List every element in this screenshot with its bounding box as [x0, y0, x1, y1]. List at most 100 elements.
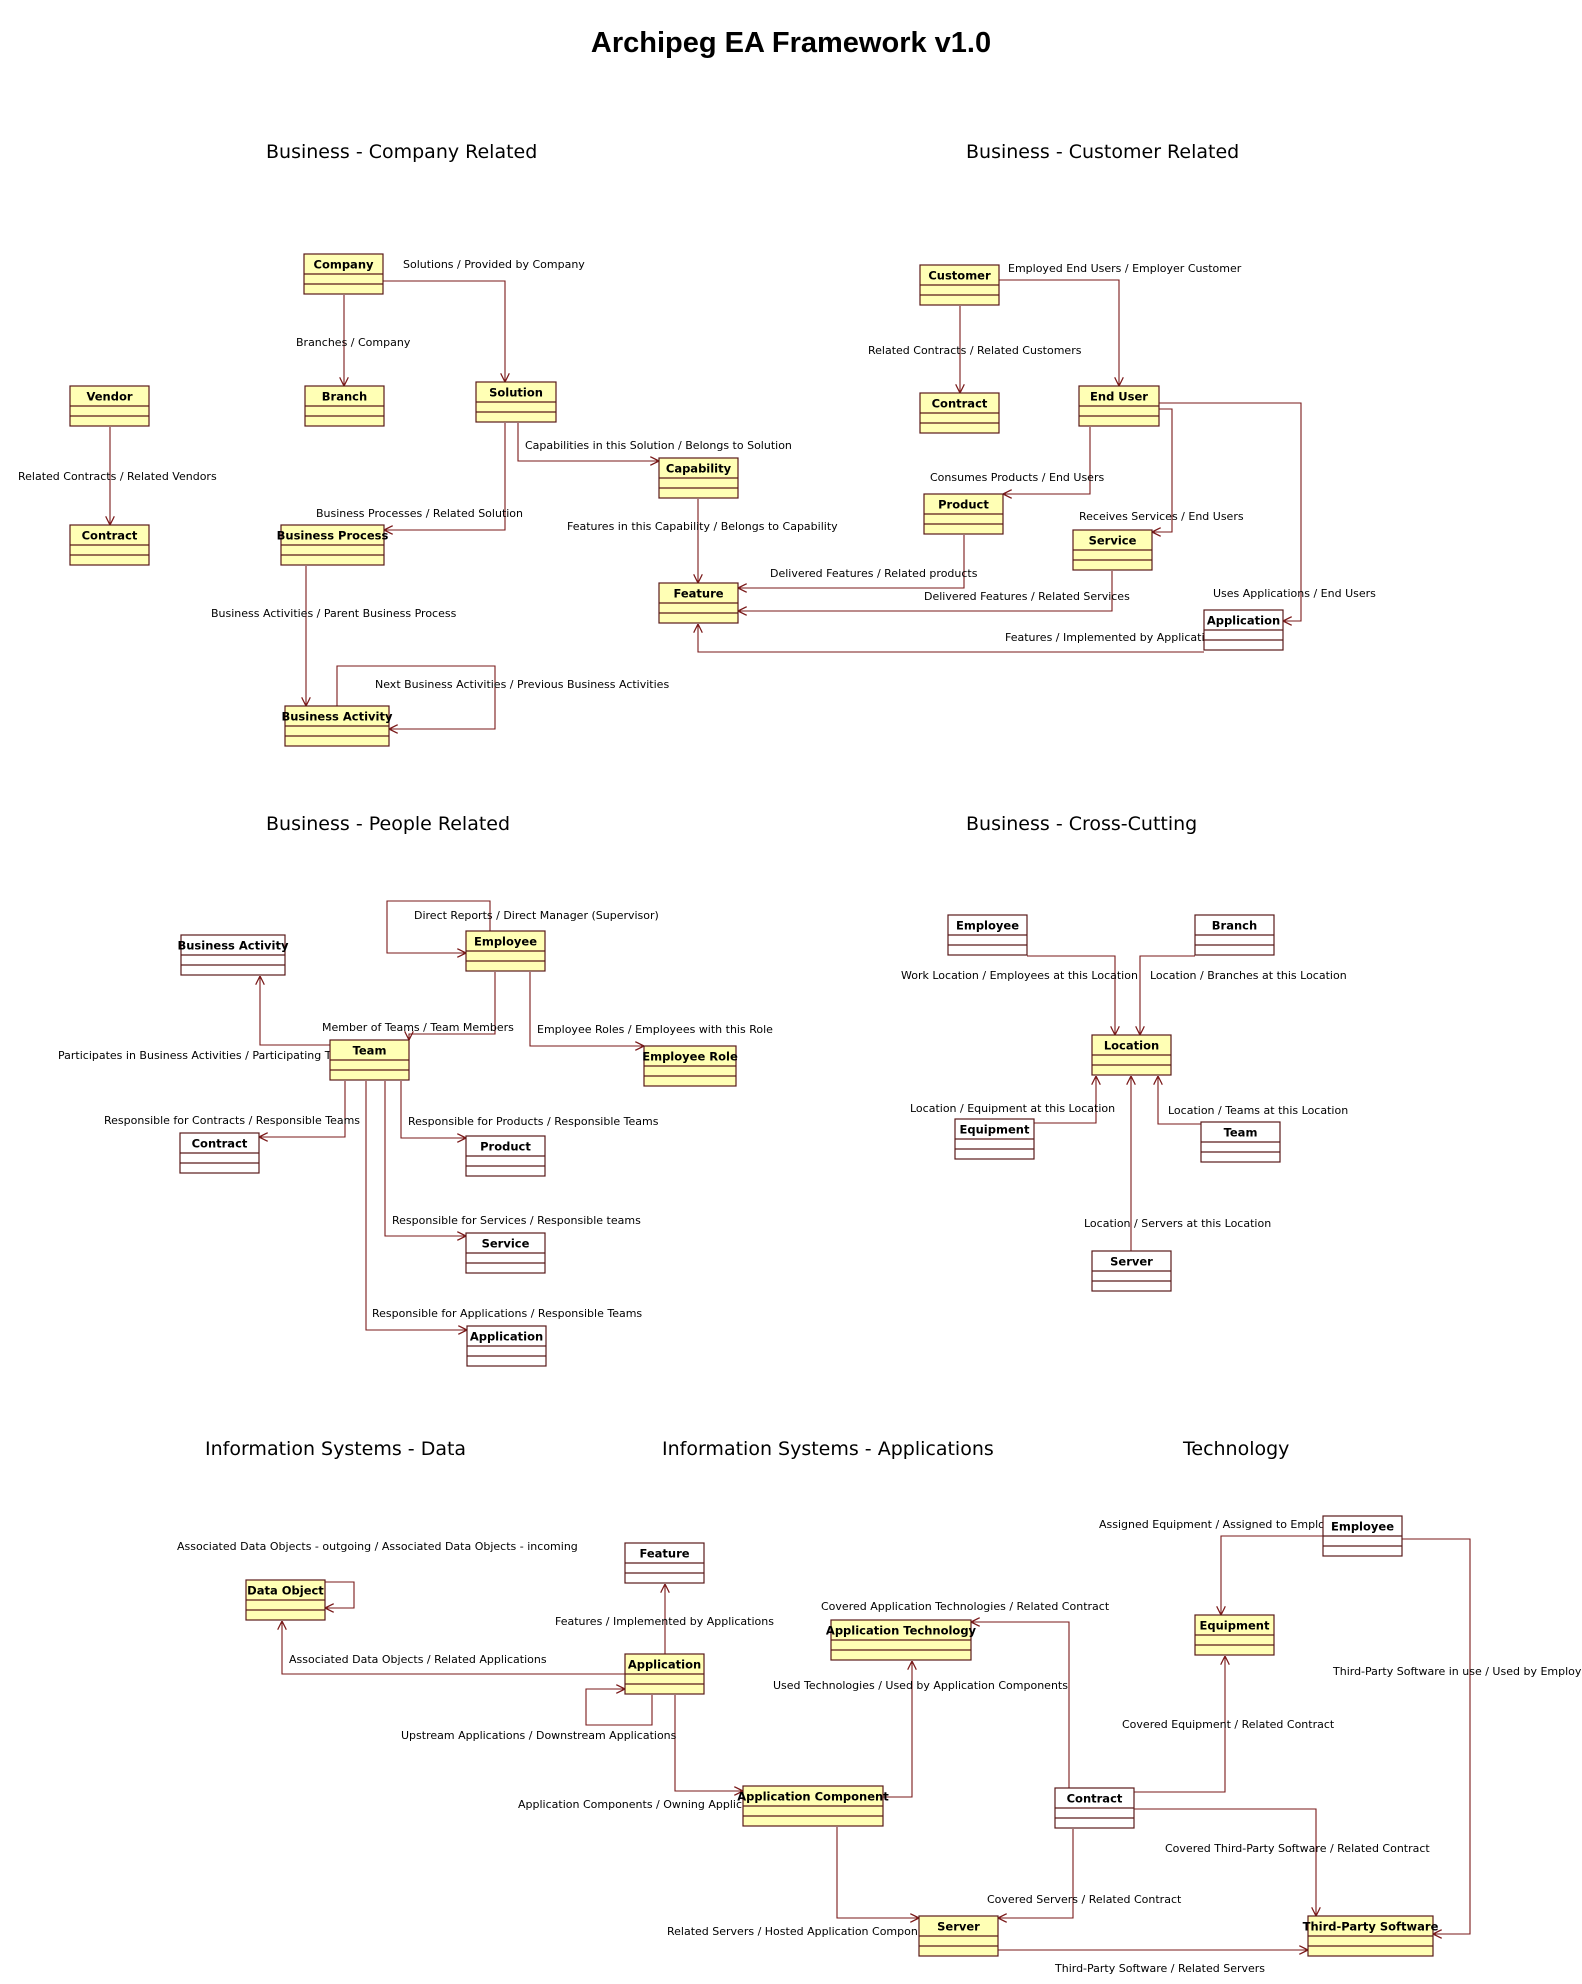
edge-e24 [365, 1081, 467, 1330]
node-team2[interactable]: Team [1200, 1121, 1281, 1163]
node-team1[interactable]: Team [329, 1039, 410, 1081]
edge-e28 [1158, 1076, 1201, 1125]
edge-label-e4: Capabilities in this Solution / Belongs … [525, 439, 792, 452]
node-label: Service [482, 1237, 530, 1251]
node-label: Contract [82, 529, 138, 543]
diagram-title: Archipeg EA Framework v1.0 [591, 27, 991, 59]
node-label: Application [470, 1330, 543, 1344]
edge-label-e23: Responsible for Services / Responsible t… [392, 1214, 641, 1227]
node-label: Server [937, 1920, 980, 1934]
edge-e42 [1134, 1808, 1316, 1916]
node-capability[interactable]: Capability [658, 457, 739, 499]
edge-e13 [1159, 402, 1302, 621]
node-solution[interactable]: Solution [475, 381, 557, 423]
node-contract1[interactable]: Contract [69, 524, 150, 566]
edge-e4 [517, 423, 659, 461]
node-customer[interactable]: Customer [919, 264, 1000, 306]
node-feature2[interactable]: Feature [624, 1542, 705, 1584]
node-company[interactable]: Company [303, 253, 384, 295]
edge-label-e12: Receives Services / End Users [1079, 510, 1244, 523]
node-product2[interactable]: Product [465, 1135, 546, 1177]
node-label: Application Technology [826, 1624, 977, 1638]
section-title-s2: Business - Customer Related [966, 141, 1239, 163]
edge-e15 [738, 571, 1113, 611]
node-dataobj[interactable]: Data Object [245, 1579, 326, 1621]
edge-label-e39: Assigned Equipment / Assigned to Employe… [1099, 1518, 1351, 1531]
node-contract3[interactable]: Contract [179, 1132, 260, 1174]
edge-label-e11: Consumes Products / End Users [930, 471, 1104, 484]
section-title-s1: Business - Company Related [266, 141, 537, 163]
edge-label-e2: Branches / Company [296, 336, 411, 349]
edge-label-e33: Upstream Applications / Downstream Appli… [401, 1729, 677, 1742]
edge-e17 [386, 900, 491, 953]
node-label: Location [1104, 1039, 1159, 1053]
node-employee3[interactable]: Employee [1322, 1515, 1403, 1557]
edge-label-e9: Employed End Users / Employer Customer [1008, 262, 1242, 275]
edge-e8 [336, 665, 496, 729]
node-equipment2[interactable]: Equipment [1194, 1614, 1275, 1656]
node-product1[interactable]: Product [923, 493, 1004, 535]
section-title-s5: Information Systems - Data [205, 1438, 466, 1460]
edge-e22 [400, 1081, 466, 1138]
edge-e14 [738, 535, 965, 588]
node-server1[interactable]: Server [1091, 1250, 1172, 1292]
section-title-s7: Technology [1182, 1438, 1289, 1460]
node-bproc[interactable]: Business Process [277, 524, 389, 566]
edge-e30 [325, 1581, 355, 1608]
node-enduser[interactable]: End User [1078, 385, 1160, 427]
section-headings: Business - Company Related Business - Cus… [205, 141, 1289, 1460]
node-app1[interactable]: Application [1203, 609, 1284, 651]
node-app2[interactable]: Application [466, 1325, 547, 1367]
node-employee1[interactable]: Employee [465, 930, 546, 972]
edge-label-e26: Location / Branches at this Location [1150, 969, 1347, 982]
edge-e23 [384, 1081, 466, 1236]
node-service2[interactable]: Service [465, 1232, 546, 1274]
node-label: Contract [932, 397, 988, 411]
edge-label-e28: Location / Teams at this Location [1168, 1104, 1348, 1117]
node-appcomp[interactable]: Application Component [737, 1785, 889, 1827]
edge-label-e30: Associated Data Objects - outgoing / Ass… [177, 1540, 578, 1553]
edge-label-e18: Member of Teams / Team Members [322, 1021, 514, 1034]
node-emprole[interactable]: Employee Role [642, 1045, 738, 1087]
node-apptech[interactable]: Application Technology [826, 1619, 977, 1661]
node-server2[interactable]: Server [918, 1915, 999, 1957]
node-contract2[interactable]: Contract [919, 392, 1000, 434]
node-label: Vendor [86, 390, 132, 404]
edge-label-e43: Third-Party Software / Related Servers [1054, 1962, 1265, 1975]
node-branch[interactable]: Branch [304, 385, 385, 427]
edge-e26 [1140, 955, 1195, 1035]
node-label: Business Activity [281, 710, 393, 724]
node-vendor[interactable]: Vendor [69, 385, 150, 427]
edge-label-e22: Responsible for Products / Responsible T… [408, 1115, 659, 1128]
node-tps[interactable]: Third-Party Software [1303, 1915, 1439, 1957]
node-service1[interactable]: Service [1072, 529, 1153, 571]
node-label: Team [1224, 1126, 1258, 1140]
node-contract4[interactable]: Contract [1054, 1787, 1135, 1829]
node-equipment1[interactable]: Equipment [954, 1118, 1035, 1160]
node-branch2[interactable]: Branch [1194, 914, 1275, 956]
edge-label-e42: Covered Third-Party Software / Related C… [1165, 1842, 1430, 1855]
edge-e40 [1134, 1656, 1225, 1793]
node-label: Employee [474, 935, 537, 949]
edge-label-e40: Covered Equipment / Related Contract [1122, 1718, 1335, 1731]
node-bact2[interactable]: Business Activity [177, 934, 289, 976]
edge-e37 [836, 1827, 919, 1918]
node-app3[interactable]: Application [624, 1653, 705, 1695]
edge-label-e24: Responsible for Applications / Responsib… [372, 1307, 642, 1320]
edge-label-e27: Location / Equipment at this Location [910, 1102, 1115, 1115]
node-employee2[interactable]: Employee [947, 914, 1028, 956]
node-label: Team [353, 1044, 387, 1058]
edge-label-e29: Location / Servers at this Location [1084, 1217, 1271, 1230]
node-feature1[interactable]: Feature [658, 582, 739, 624]
node-location[interactable]: Location [1091, 1034, 1172, 1076]
node-bact1[interactable]: Business Activity [281, 705, 393, 747]
edge-label-e31: Associated Data Objects / Related Applic… [289, 1653, 547, 1666]
edge-e41 [1402, 1538, 1471, 1934]
section-title-s4: Business - Cross-Cutting [966, 813, 1197, 835]
edge-label-e19: Employee Roles / Employees with this Rol… [537, 1023, 773, 1036]
node-label: End User [1090, 390, 1148, 404]
edge-e39 [1221, 1535, 1323, 1615]
edge-label-e6: Features in this Capability / Belongs to… [567, 520, 838, 533]
edge-e25 [1027, 955, 1115, 1035]
